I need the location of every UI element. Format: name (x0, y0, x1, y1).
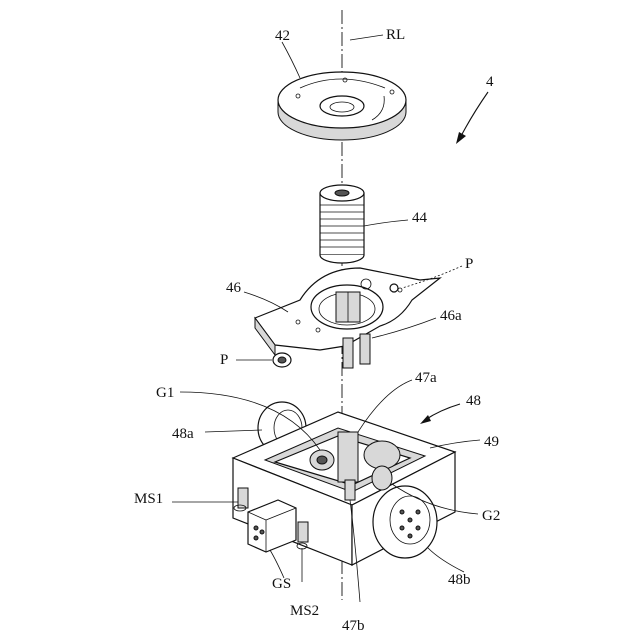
switch-ms2 (298, 522, 308, 542)
label-44: 44 (412, 210, 428, 226)
label-46a: 46a (440, 308, 462, 324)
label-p-top: P (465, 256, 473, 272)
label-49: 49 (484, 434, 499, 450)
label-48: 48 (466, 393, 481, 409)
label-47b: 47b (342, 618, 365, 634)
label-46: 46 (226, 280, 242, 296)
top-plate-42 (278, 72, 406, 140)
label-47a: 47a (415, 370, 437, 386)
label-48b: 48b (448, 572, 471, 588)
chassis-pointer-arrow (420, 404, 460, 424)
label-g2: G2 (482, 508, 500, 524)
label-rl: RL (386, 27, 405, 43)
assembly-pointer-arrow (456, 92, 488, 144)
label-g1: G1 (156, 385, 174, 401)
cylinder-bearing-44 (320, 185, 364, 263)
chassis-48 (233, 402, 455, 565)
sensor-p-left (273, 353, 291, 367)
label-42: 42 (275, 28, 290, 44)
label-gs: GS (272, 576, 291, 592)
label-4: 4 (486, 74, 494, 90)
label-ms1: MS1 (134, 491, 163, 507)
label-48a: 48a (172, 426, 194, 442)
label-p-left: P (220, 352, 228, 368)
gear-g2 (372, 466, 392, 490)
label-ms2: MS2 (290, 603, 319, 619)
